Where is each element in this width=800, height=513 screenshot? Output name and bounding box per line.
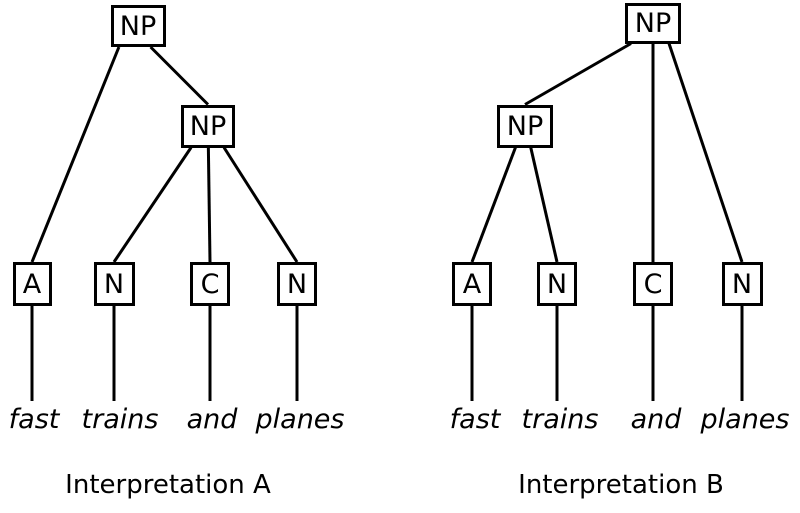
tree-node-label: NP [634,7,672,39]
tree-edge [524,42,632,106]
tree-edge [222,146,299,263]
leaf-word: and [186,404,238,435]
tree-node-np-box: NP [110,5,166,47]
tree-edge [206,147,212,263]
leaf-word: trains [81,404,159,435]
tree-node-c-box: C [633,262,673,306]
tree-node-n-box: N [537,262,577,306]
tree-edge [30,46,121,263]
tree-node-n-box: N [93,262,135,306]
tree-node-label: A [22,268,42,300]
tree-node-n-box: N [721,262,763,306]
tree-node-n-box: N [277,262,317,306]
tree-node-label: C [643,268,663,300]
tree-node-label: N [546,268,568,300]
tree-node-label: C [200,268,220,300]
tree-edge [529,147,559,263]
tree-node-label: N [103,268,125,300]
leaf-word: and [630,404,682,435]
tree-edge [667,43,744,263]
tree-node-np-box: NP [625,2,681,44]
tree-caption: Interpretation A [65,470,271,500]
leaf-word: planes [700,404,790,435]
tree-node-np-box: NP [497,104,553,148]
tree-node-label: N [731,268,753,300]
tree-node-label: NP [189,110,227,142]
tree-node-a-box: A [12,262,52,306]
leaf-word: trains [521,404,599,435]
leaf-word: fast [8,404,60,435]
tree-node-a-box: A [452,262,492,306]
leaf-word: planes [255,404,345,435]
leaf-word: fast [449,404,501,435]
tree-node-label: NP [506,110,544,142]
tree-node-label: NP [119,10,157,42]
tree-edge [470,146,517,263]
tree-node-np-box: NP [181,104,235,148]
tree-edge [149,45,210,106]
tree-edge [112,146,193,263]
tree-node-label: A [462,268,482,300]
tree-node-c-box: C [190,262,230,306]
tree-node-label: N [286,268,308,300]
tree-caption: Interpretation B [518,470,724,500]
